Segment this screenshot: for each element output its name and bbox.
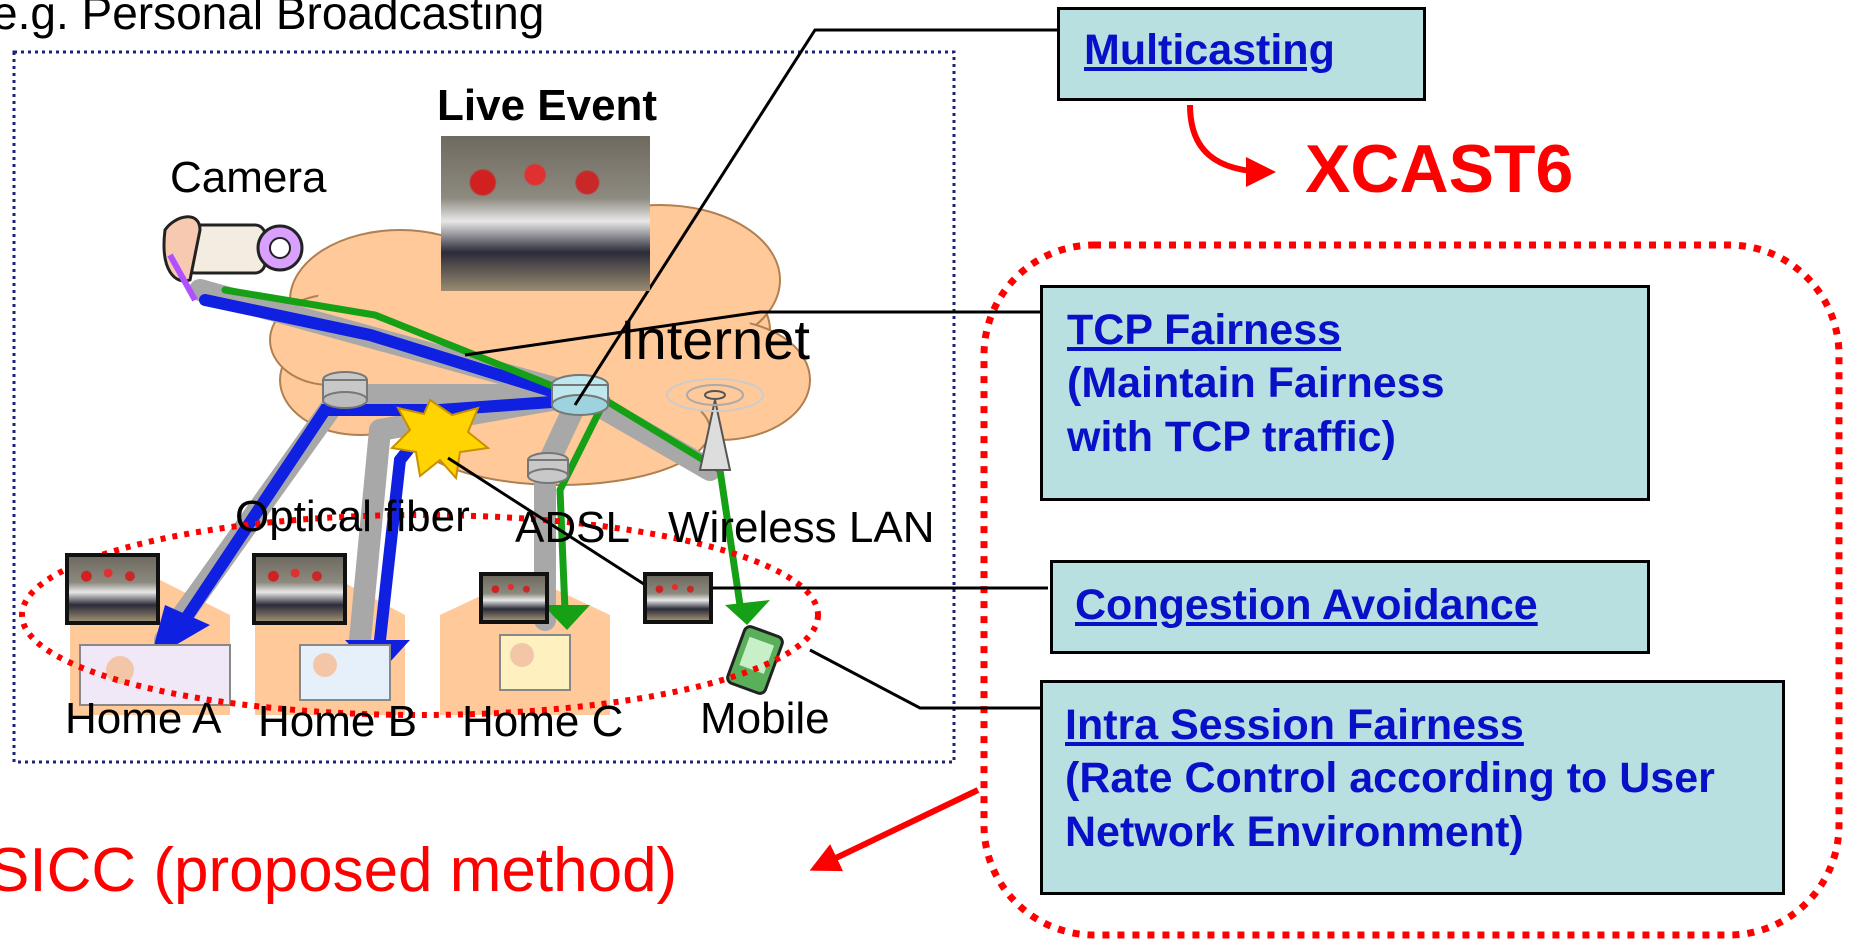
multicasting-title: Multicasting (1084, 26, 1335, 74)
sicc-arrow (809, 787, 980, 872)
label-optical-fiber: Optical fiber (235, 492, 470, 541)
camera-icon (162, 215, 304, 302)
mobile-screen (643, 572, 713, 624)
xcast6-label: XCAST6 (1305, 131, 1574, 207)
home-a-screen (65, 553, 160, 625)
tcp-fairness-box: TCP Fairness (Maintain Fairness with TCP… (1040, 285, 1650, 501)
home-b-screen (252, 553, 347, 625)
tcp-fairness-desc: (Maintain Fairness with TCP traffic) (1067, 359, 1445, 461)
label-camera: Camera (170, 153, 327, 202)
label-live-event: Live Event (437, 81, 658, 130)
mobile-icon (726, 625, 784, 695)
label-home-a: Home A (65, 694, 222, 743)
scenario-frame (12, 50, 956, 764)
home-c-screen (479, 572, 549, 624)
intra-session-title: Intra Session Fairness (1065, 701, 1524, 749)
receivers-ellipse (19, 512, 821, 718)
label-internet: Internet (620, 308, 810, 371)
label-adsl: ADSL (515, 503, 630, 552)
router-icons (322, 371, 609, 484)
wireless-tower-icon (666, 378, 764, 471)
label-wireless-lan: Wireless LAN (668, 503, 935, 552)
label-mobile: Mobile (700, 694, 830, 743)
home-b-icon (299, 644, 391, 701)
tcp-fairness-title: TCP Fairness (1067, 306, 1342, 354)
green-arrowheads (543, 600, 770, 630)
intra-session-desc: (Rate Control according to User Network … (1065, 754, 1715, 856)
label-home-b: Home B (258, 697, 417, 746)
xcast-arrow (1187, 104, 1276, 187)
congestion-avoidance-box: Congestion Avoidance (1050, 560, 1650, 654)
home-c-icon (499, 634, 571, 691)
congestion-avoidance-title: Congestion Avoidance (1075, 581, 1538, 629)
caption-top: e.g. Personal Broadcasting (0, 0, 545, 39)
intra-session-fairness-box: Intra Session Fairness (Rate Control acc… (1040, 680, 1785, 895)
label-home-c: Home C (462, 697, 624, 746)
sicc-proposed-label: SICC (proposed method) (0, 836, 678, 905)
congestion-burst-icon (389, 398, 491, 481)
multicasting-box: Multicasting (1057, 7, 1426, 101)
live-event-photo (441, 136, 650, 291)
sicc-scope-box (980, 241, 1843, 939)
